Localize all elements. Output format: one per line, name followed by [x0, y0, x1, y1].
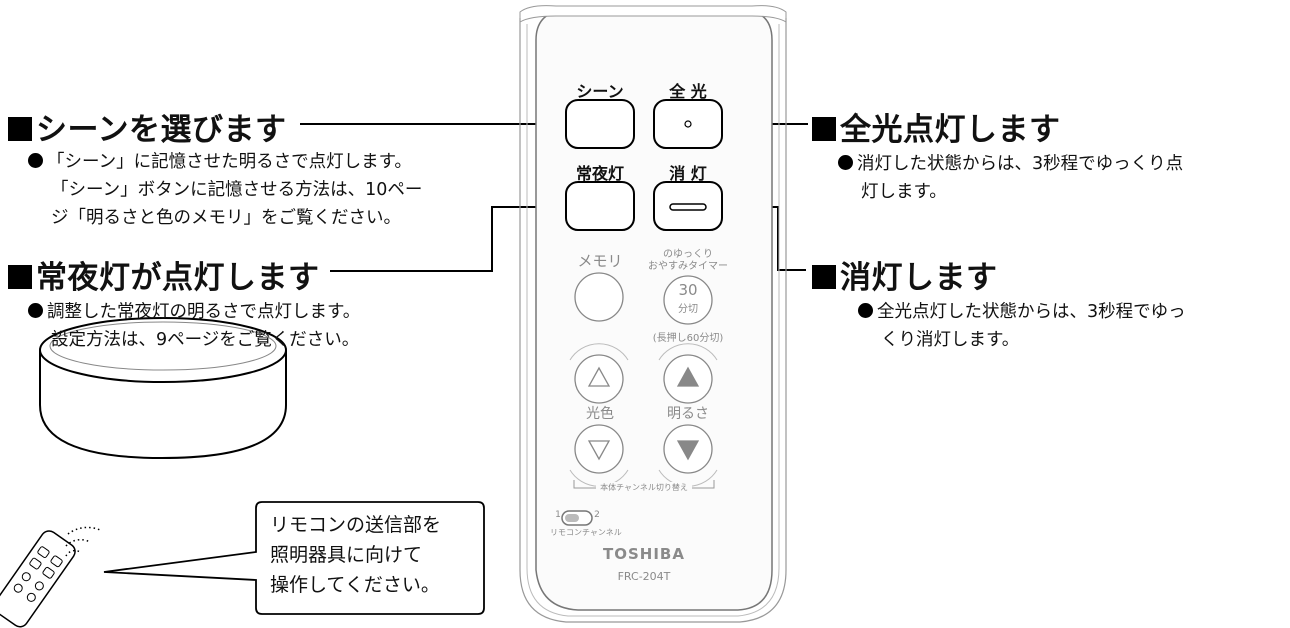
- brand-logo: TOSHIBA: [603, 545, 685, 563]
- callout-line-3: 操作してください。: [270, 574, 440, 596]
- bright-up-icon: [676, 366, 700, 387]
- timer-label-2: おやすみタイマー: [648, 261, 728, 272]
- off-line-2: くり消灯します。: [881, 330, 1020, 350]
- scene-heading-text: シーンを選びます: [36, 112, 287, 148]
- color-label: 光色: [586, 406, 614, 422]
- model-number: FRC-204T: [617, 570, 671, 583]
- full-heading-text: 全光点灯します: [840, 112, 1061, 148]
- memory-button[interactable]: [575, 273, 623, 321]
- off-line-1: 全光点灯した状態からは、3秒程でゆっ: [877, 302, 1186, 322]
- night-description: 調整した常夜灯の明るさで点灯します。 設定方法は、9ページをご覧ください。: [28, 298, 360, 354]
- timer-value: 30: [678, 281, 698, 299]
- full-button-label: 全 光: [669, 82, 707, 101]
- bullet-icon: [838, 155, 853, 170]
- memory-label: メモリ: [577, 252, 623, 270]
- off-heading: 消灯します: [812, 252, 998, 297]
- square-bullet-icon: [812, 117, 836, 141]
- scene-line-3: ジ「明るさと色のメモリ」をご覧ください。: [51, 208, 401, 228]
- scene-line-2: 「シーン」ボタンに記憶させる方法は、10ペー: [51, 180, 423, 200]
- scene-line-1: 「シーン」に記憶させた明るさで点灯します。: [47, 152, 412, 172]
- full-light-button[interactable]: [654, 100, 722, 148]
- square-bullet-icon: [8, 117, 32, 141]
- ceiling-light-drawing: [39, 317, 287, 460]
- callout-bubble: [103, 501, 485, 615]
- off-button[interactable]: [654, 182, 722, 230]
- color-down-button[interactable]: [575, 425, 623, 473]
- square-bullet-icon: [8, 265, 32, 289]
- night-heading: 常夜灯が点灯します: [8, 252, 320, 297]
- night-button-label: 常夜灯: [575, 164, 624, 183]
- off-heading-text: 消灯します: [840, 260, 998, 296]
- remote-channel-label: リモコンチャンネル: [550, 528, 622, 537]
- scene-heading: シーンを選びます: [8, 104, 286, 149]
- callout-line-2: 照明器具に向けて: [270, 544, 423, 566]
- channel-switch[interactable]: [562, 511, 592, 525]
- timer-label-1: のゆっくり: [663, 249, 713, 260]
- channel-switch-label: 本体チャンネル切り替え: [596, 482, 692, 493]
- bullet-icon: [28, 153, 43, 168]
- handheld-remote-drawing: [0, 530, 76, 628]
- night-button-shape: [565, 181, 635, 231]
- timer-note: (長押し60分切): [652, 333, 724, 344]
- night-line-2: 設定方法は、9ページをご覧ください。: [51, 330, 360, 350]
- full-line-1: 消灯した状態からは、3秒程でゆっくり点: [857, 154, 1184, 174]
- color-up-button[interactable]: [575, 355, 623, 403]
- channel-1-label: 1: [555, 510, 561, 520]
- full-line-2: 灯します。: [861, 182, 947, 202]
- callout-line-1: リモコンの送信部を: [270, 514, 442, 536]
- night-line-1: 調整した常夜灯の明るさで点灯します。: [47, 302, 361, 322]
- bright-up-button[interactable]: [664, 355, 712, 403]
- callout-text: リモコンの送信部を 照明器具に向けて 操作してください。: [270, 510, 441, 600]
- off-description: 全光点灯した状態からは、3秒程でゆっ くり消灯します。: [858, 298, 1186, 354]
- signal-waves-icon: [65, 526, 101, 557]
- color-down-icon: [587, 440, 611, 461]
- off-button-bar-icon: [669, 203, 707, 211]
- scene-description: 「シーン」に記憶させた明るさで点灯します。 「シーン」ボタンに記憶させる方法は、…: [28, 148, 422, 232]
- channel-slider-knob: [565, 514, 579, 522]
- channel-2-label: 2: [594, 510, 600, 520]
- scene-button[interactable]: [566, 100, 634, 148]
- color-up-icon: [587, 366, 611, 387]
- scene-button-label: シーン: [576, 82, 624, 101]
- timer-button-shape: [663, 275, 713, 325]
- night-connector-line: [330, 206, 566, 272]
- full-heading: 全光点灯します: [812, 104, 1061, 149]
- full-description: 消灯した状態からは、3秒程でゆっくり点 灯します。: [838, 150, 1183, 206]
- full-button-dot-icon: [684, 120, 692, 128]
- memory-button-shape: [574, 272, 624, 322]
- full-button-shape: [653, 99, 723, 149]
- scene-button-shape: [565, 99, 635, 149]
- bullet-icon: [28, 303, 43, 318]
- bright-down-icon: [676, 440, 700, 461]
- bright-down-button[interactable]: [664, 425, 712, 473]
- bullet-icon: [858, 303, 873, 318]
- square-bullet-icon: [812, 265, 836, 289]
- night-light-button[interactable]: [566, 182, 634, 230]
- off-button-label: 消 灯: [669, 164, 707, 183]
- bright-label: 明るさ: [667, 406, 709, 422]
- night-heading-text: 常夜灯が点灯します: [36, 260, 320, 296]
- timer-unit: 分切: [678, 304, 698, 315]
